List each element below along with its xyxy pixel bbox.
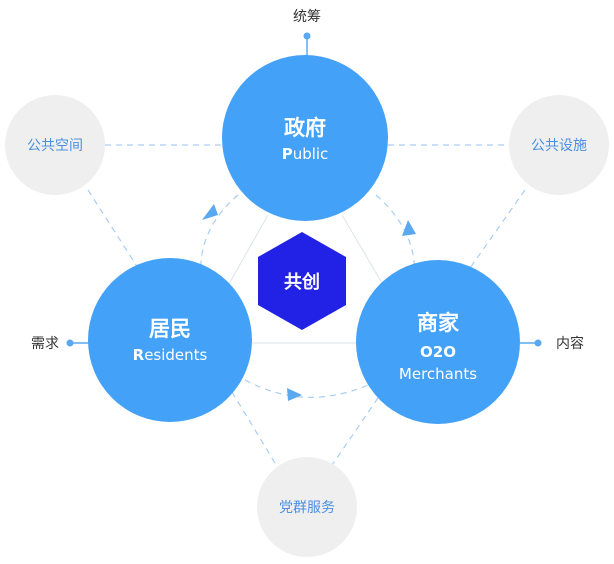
node-government-title: 政府 — [284, 116, 326, 140]
node-residents-subtitle-rest: esidents — [144, 346, 207, 364]
node-residents-subtitle: Residents — [133, 346, 208, 364]
dashed-line-public-space-to-residents — [87, 189, 139, 269]
node-government[interactable]: 政府 Public — [222, 55, 388, 221]
arrow-left-icon — [202, 204, 218, 220]
satellite-party-service[interactable]: 党群服务 — [257, 457, 357, 557]
satellite-public-facilities-circle — [509, 95, 609, 195]
node-residents-title: 居民 — [149, 317, 191, 341]
arrow-right-icon — [402, 220, 416, 236]
node-merchants-title: 商家 — [417, 311, 460, 335]
edge-connectors — [66, 32, 542, 347]
core-label: 共创 — [284, 271, 320, 293]
satellite-party-service-label: 党群服务 — [279, 500, 335, 516]
node-government-circle — [222, 55, 388, 221]
dashed-arc-bottom — [244, 379, 369, 398]
core-hexagon-shape — [258, 232, 346, 330]
node-government-subtitle: Public — [282, 145, 329, 163]
node-residents-subtitle-lead: R — [133, 346, 145, 364]
satellite-public-facilities[interactable]: 公共设施 — [509, 95, 609, 195]
core-hexagon[interactable]: 共创 — [258, 232, 346, 330]
node-merchants-subtitle-merchants: Merchants — [399, 365, 477, 383]
node-merchants-subtitle-o2o: O2O — [420, 343, 456, 361]
node-residents-circle — [88, 258, 252, 422]
node-government-subtitle-lead: P — [282, 145, 293, 163]
dashed-line-public-facilities-to-merchants — [469, 189, 526, 269]
arrow-bottom-icon — [287, 388, 302, 401]
satellite-public-space-label: 公共空间 — [27, 138, 83, 154]
right-connector-dot — [534, 339, 542, 347]
satellite-party-service-circle — [257, 457, 357, 557]
edge-label-left: 需求 — [31, 336, 59, 352]
edge-label-right: 内容 — [556, 335, 584, 352]
dashed-line-residents-to-party-service — [231, 391, 279, 469]
satellite-public-facilities-label: 公共设施 — [531, 138, 587, 154]
satellite-public-space[interactable]: 公共空间 — [5, 95, 105, 195]
node-residents[interactable]: 居民 Residents — [88, 258, 252, 422]
dashed-line-merchants-to-party-service — [329, 397, 379, 469]
satellite-public-space-circle — [5, 95, 105, 195]
edge-label-top: 统筹 — [293, 8, 321, 25]
top-connector-dot — [303, 32, 311, 40]
node-merchants-circle — [356, 260, 520, 424]
node-government-subtitle-rest: ublic — [293, 145, 329, 163]
direction-arrows — [202, 204, 416, 401]
node-merchants[interactable]: 商家 O2O Merchants — [356, 260, 520, 424]
left-connector-dot — [66, 339, 74, 347]
